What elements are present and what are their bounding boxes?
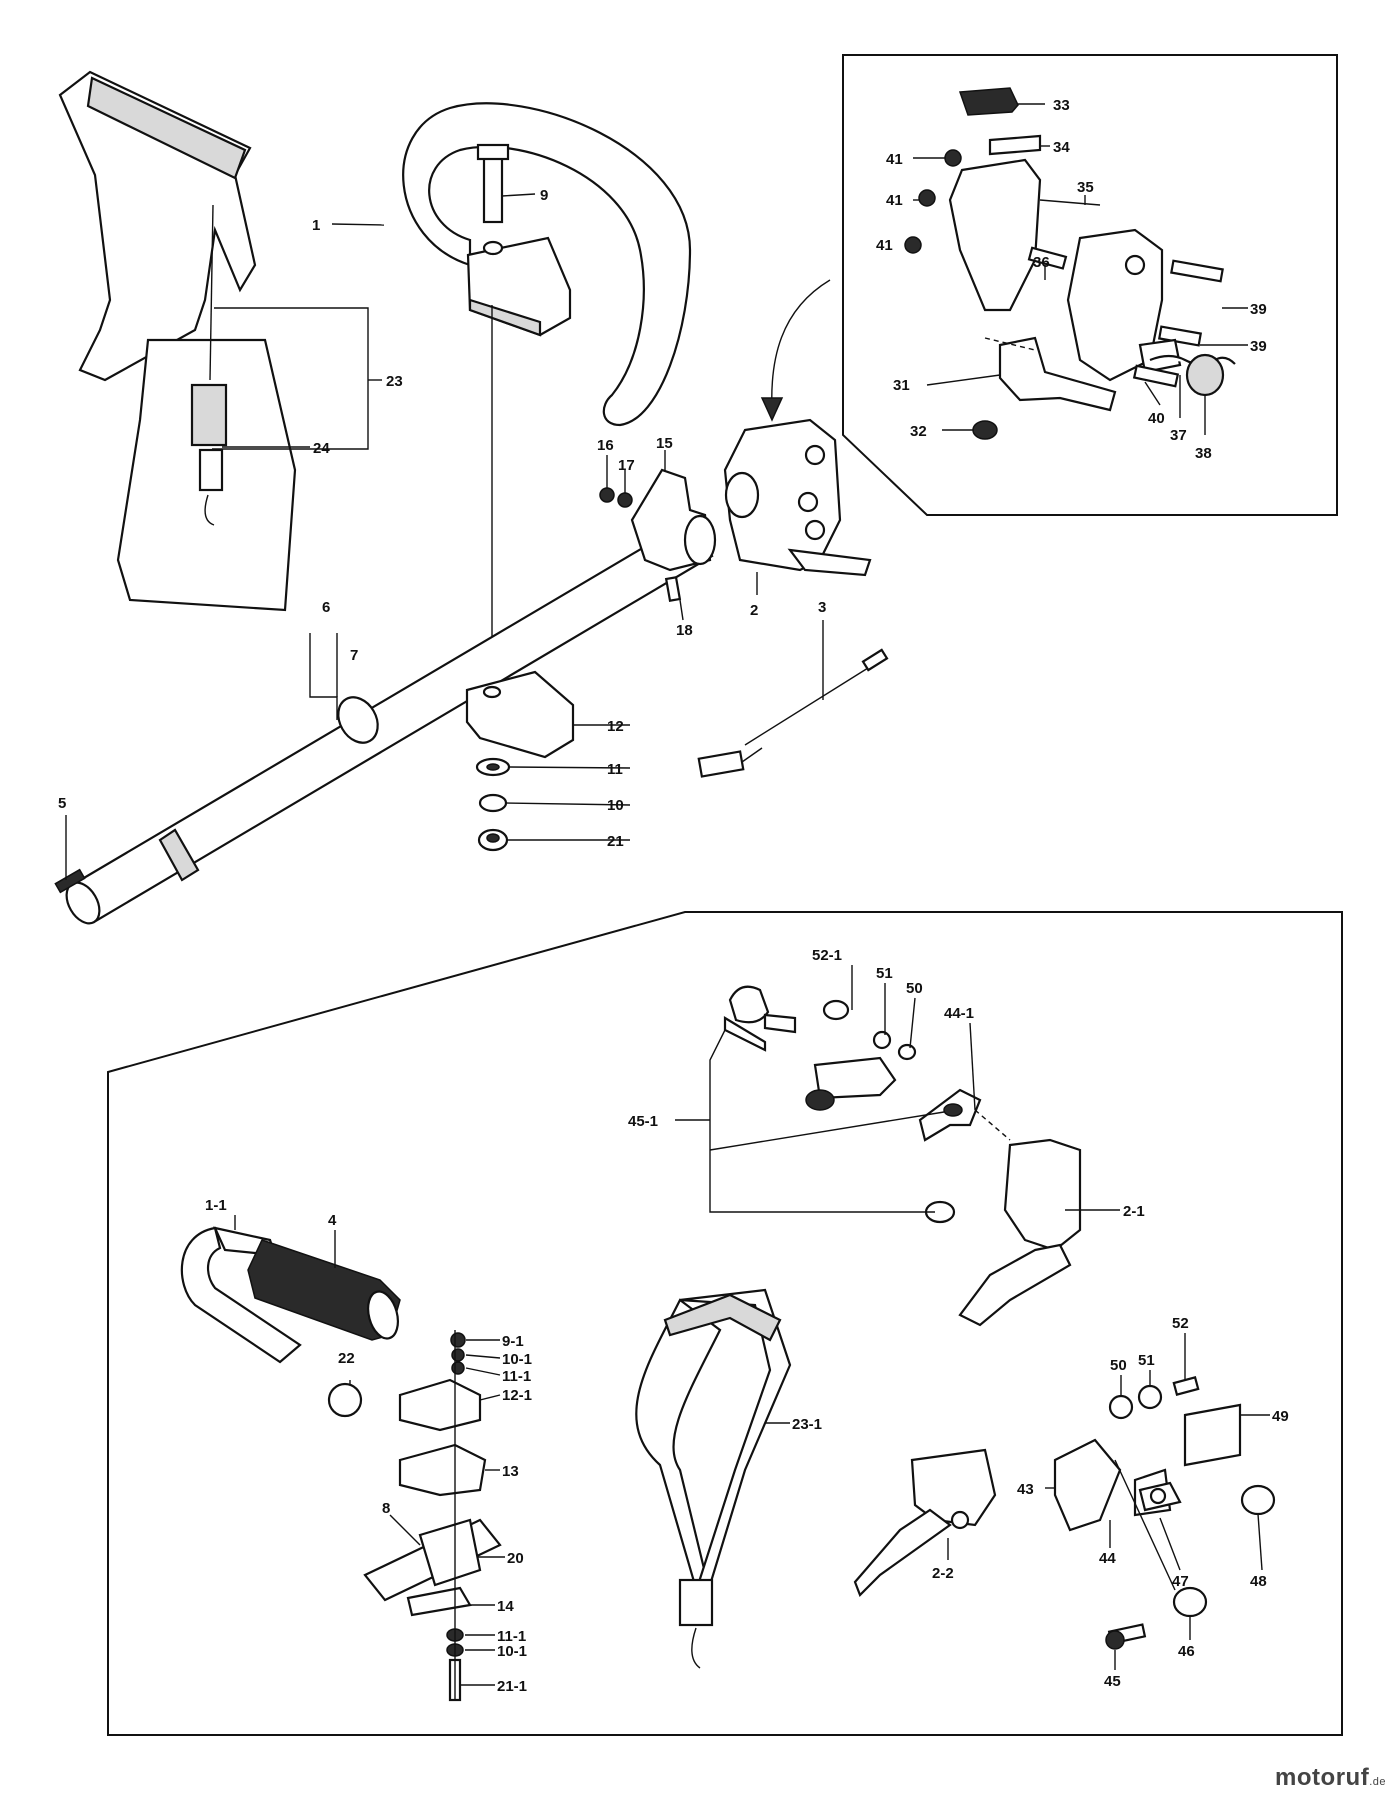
callout-21-1: 21-1 (497, 1678, 527, 1695)
callout-21: 21 (607, 833, 624, 850)
callout-10: 10 (607, 797, 624, 814)
inset-frame-throttle (842, 54, 1338, 516)
callout-11-1-a: 11-1 (502, 1368, 531, 1385)
callout-52: 52 (1172, 1315, 1189, 1332)
callout-38: 38 (1195, 445, 1212, 462)
watermark-logo: motoruf.de (1275, 1764, 1386, 1792)
callout-6: 6 (322, 599, 330, 616)
callout-7: 7 (350, 647, 358, 664)
callout-12: 12 (607, 718, 624, 735)
leader-lines (65, 103, 1270, 1686)
callout-41-b: 41 (886, 192, 903, 209)
callout-8: 8 (382, 1500, 390, 1517)
callout-36: 36 (1033, 254, 1050, 271)
callout-2-2: 2-2 (932, 1565, 954, 1582)
callout-49: 49 (1272, 1408, 1289, 1425)
callout-51-b: 51 (1138, 1352, 1155, 1369)
callout-32: 32 (910, 423, 927, 440)
throttle-bracket (599, 468, 717, 602)
callout-13: 13 (502, 1463, 519, 1480)
callout-labels: 1 2 3 5 6 7 9 10 11 12 15 16 17 18 21 23… (58, 97, 1289, 1695)
callout-11: 11 (607, 761, 623, 778)
callout-22: 22 (338, 1350, 355, 1367)
callout-44: 44 (1099, 1550, 1116, 1567)
loop-handle-variant (180, 1226, 401, 1418)
throttle-inset-parts (904, 87, 1236, 440)
callout-1: 1 (312, 217, 320, 234)
callout-50-a: 50 (906, 980, 923, 997)
callout-51-a: 51 (876, 965, 893, 982)
callout-45-1: 45-1 (628, 1113, 658, 1130)
callout-41-c: 41 (876, 237, 893, 254)
inset-frame-variants (107, 911, 1343, 1736)
callout-16: 16 (597, 437, 614, 454)
callout-4: 4 (328, 1212, 337, 1229)
throttle-small-parts (1053, 1376, 1276, 1650)
callout-14: 14 (497, 1598, 514, 1615)
callout-5: 5 (58, 795, 66, 812)
callout-34: 34 (1053, 139, 1070, 156)
handle-clamp-variant (363, 1330, 502, 1702)
callout-40: 40 (1148, 410, 1165, 427)
callout-18: 18 (676, 622, 693, 639)
callout-1-1: 1-1 (205, 1197, 227, 1214)
callout-2-1: 2-1 (1123, 1203, 1145, 1220)
callout-9-1: 9-1 (502, 1333, 524, 1350)
throttle-trigger-2-2 (853, 1448, 997, 1597)
shoulder-strap-variant (635, 1288, 792, 1669)
callout-52-1: 52-1 (812, 947, 842, 964)
starter-parts-45-1 (723, 1016, 835, 1111)
callout-11-1-b: 11-1 (497, 1628, 526, 1645)
callout-46: 46 (1178, 1643, 1195, 1660)
callout-10-1-a: 10-1 (502, 1351, 532, 1368)
shoulder-harness (58, 70, 297, 612)
callout-3: 3 (818, 599, 826, 616)
callout-43: 43 (1017, 1481, 1034, 1498)
callout-35: 35 (1077, 179, 1094, 196)
watermark-brand: motoruf (1275, 1764, 1370, 1791)
callout-23-1: 23-1 (792, 1416, 822, 1433)
callout-39-b: 39 (1250, 338, 1267, 355)
callout-31: 31 (893, 377, 910, 394)
callout-45: 45 (1104, 1673, 1121, 1690)
callout-20: 20 (507, 1550, 524, 1567)
callout-33: 33 (1053, 97, 1070, 114)
callout-9: 9 (540, 187, 548, 204)
callout-15: 15 (656, 435, 673, 452)
drive-shaft-tube (54, 518, 714, 925)
loop-handle (402, 102, 692, 427)
callout-41-a: 41 (886, 151, 903, 168)
throttle-cable (697, 648, 889, 778)
callout-12-1: 12-1 (502, 1387, 532, 1404)
callout-44-1: 44-1 (944, 1005, 974, 1022)
callout-17: 17 (618, 457, 635, 474)
throttle-variant-2-1 (728, 985, 1082, 1327)
callout-47: 47 (1172, 1573, 1189, 1590)
shaft-clamp-lower (465, 670, 575, 852)
callout-37: 37 (1170, 427, 1187, 444)
callout-48: 48 (1250, 1573, 1267, 1590)
callout-39-a: 39 (1250, 301, 1267, 318)
callout-50-b: 50 (1110, 1357, 1127, 1374)
callout-10-1-b: 10-1 (497, 1643, 527, 1660)
watermark-tld: .de (1369, 1776, 1386, 1788)
callout-23: 23 (386, 373, 403, 390)
callout-2: 2 (750, 602, 758, 619)
throttle-housing (723, 279, 872, 577)
callout-24: 24 (313, 440, 330, 457)
